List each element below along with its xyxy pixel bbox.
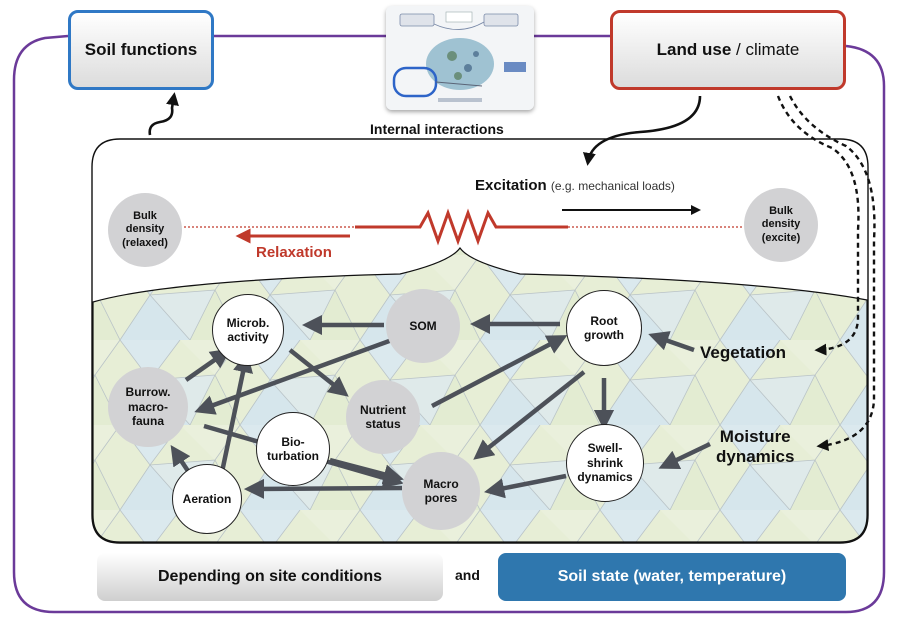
moisture-dashed-arrow [788,95,876,451]
root-line2: growth [584,328,624,342]
som-node: SOM [386,289,460,363]
soil-functions-arrow [148,92,179,136]
soil-functions-label: Soil functions [84,40,198,59]
soil-state-label: Soil state (water, temperature) [557,568,787,585]
arrow-burrow-to-microb [184,348,231,382]
microb-activity-node: Microb.activity [212,294,284,366]
bioturbation-node: Bio-turbation [256,412,330,486]
burrow-line1: Burrow. [125,385,171,400]
swell-line3: dynamics [577,470,633,485]
arrow-bioturbation-to-macropores [329,457,404,485]
arrow-root-to-macropores [473,370,586,460]
excitation-subtitle: (e.g. mechanical loads) [550,179,675,193]
soil-state-box: Soil state (water, temperature) [498,553,846,601]
burrow-line3: fauna [131,414,164,429]
arrow-aeration-to-microb [219,352,253,473]
land-use-box: Land use / climate [610,10,846,90]
nutrient-line1: Nutrient [360,402,406,417]
site-conditions-label: Depending on site conditions [158,568,382,585]
arrow-macropores-to-aeration [243,478,403,500]
aeration-node: Aeration [172,464,242,534]
moisture-line2: dynamics [716,446,795,466]
bulk-relaxed-line1: Bulk [133,210,157,223]
excitation-title: Excitation [475,177,547,194]
and-label: and [455,567,480,583]
microb-line1: Microb. [226,315,270,330]
arrow-nutrient-to-root [430,335,568,408]
aeration-label: Aeration [182,491,232,506]
arrow-microb-to-nutrient [288,348,349,397]
burrow-macrofauna-node: Burrow.macro-fauna [108,367,188,447]
thumbnail-image [386,6,534,110]
swell-line1: Swell- [587,441,623,456]
bulk-excite-line2: density [761,218,801,231]
spring-icon [355,208,568,246]
soil-functions-box: Soil functions [68,10,214,90]
macropores-line1: Macro [423,476,459,491]
overview-thumbnail [386,6,534,110]
land-use-arrow [582,95,702,166]
bioturbation-line2: turbation [267,449,319,463]
arrow-swell-to-macropores [484,473,567,499]
som-label: SOM [409,318,437,333]
arrow-moisture-to-swell [658,441,711,470]
land-use-label: Land use [656,40,732,59]
internal-interactions-caption: Internal interactions [370,121,504,137]
excitation-label: Excitation (e.g. mechanical loads) [475,177,675,194]
nutrient-line2: status [365,417,401,431]
moisture-line1: Moisture [719,427,791,446]
swell-line2: shrink [586,455,623,470]
burrow-line2: macro- [127,399,168,414]
vegetation-dashed-arrow [776,95,860,356]
bulk-excite-line1: Bulk [769,205,793,218]
site-conditions-box: Depending on site conditions [97,553,443,601]
relaxation-label: Relaxation [256,244,332,261]
root-line1: Root [590,313,618,328]
bulk-relaxed-line2: density [125,223,165,236]
interaction-arrows [170,313,711,500]
microb-line2: activity [227,330,269,344]
outer-frame [12,34,886,614]
vegetation-label: Vegetation [700,343,786,362]
bulk-relaxed-line3: (relaxed) [122,236,168,249]
climate-label: / climate [736,40,800,59]
bioturbation-line1: Bio- [281,434,305,449]
arrow-vegetation-to-root [648,331,695,353]
bulk-excite-line3: (excite) [761,231,801,244]
macropores-line2: pores [424,491,458,505]
arrow-som-to-burrow [194,337,393,415]
